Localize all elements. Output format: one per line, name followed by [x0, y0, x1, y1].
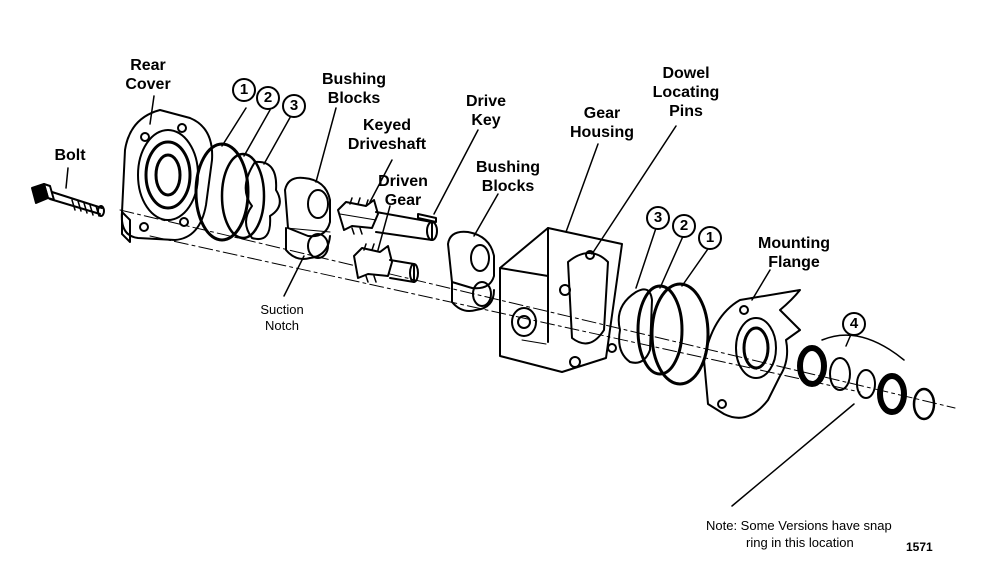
figure-number: 1571	[906, 540, 933, 554]
snap-ring-note-line1: Note: Some Versions have snap	[706, 518, 892, 533]
driven-gear-part	[353, 243, 419, 283]
left-bushing-blocks-part	[284, 176, 331, 260]
center-axis-lines	[119, 209, 956, 409]
keyed-driveshaft-part	[337, 197, 438, 241]
drive-key-part	[417, 213, 437, 223]
bolt-label: Bolt	[54, 147, 86, 164]
callout-left-2: 2	[256, 86, 280, 110]
callout-seal-4: 4	[842, 312, 866, 336]
leader-lines	[65, 95, 855, 507]
mounting-flange-part	[703, 289, 801, 419]
right-seal-rings	[617, 282, 710, 386]
shaft-seal-group	[797, 334, 936, 421]
callout-right-3: 3	[646, 206, 670, 230]
right-bushing-blocks-part	[447, 230, 495, 312]
callout-right-2: 2	[672, 214, 696, 238]
gear-housing-part	[499, 227, 623, 373]
snap-ring-note-line2: ring in this location	[746, 535, 854, 550]
callout-left-1: 1	[232, 78, 256, 102]
bolt-part	[31, 183, 105, 217]
callout-right-1: 1	[698, 226, 722, 250]
callout-left-3: 3	[282, 94, 306, 118]
left-seal-rings	[194, 142, 281, 242]
